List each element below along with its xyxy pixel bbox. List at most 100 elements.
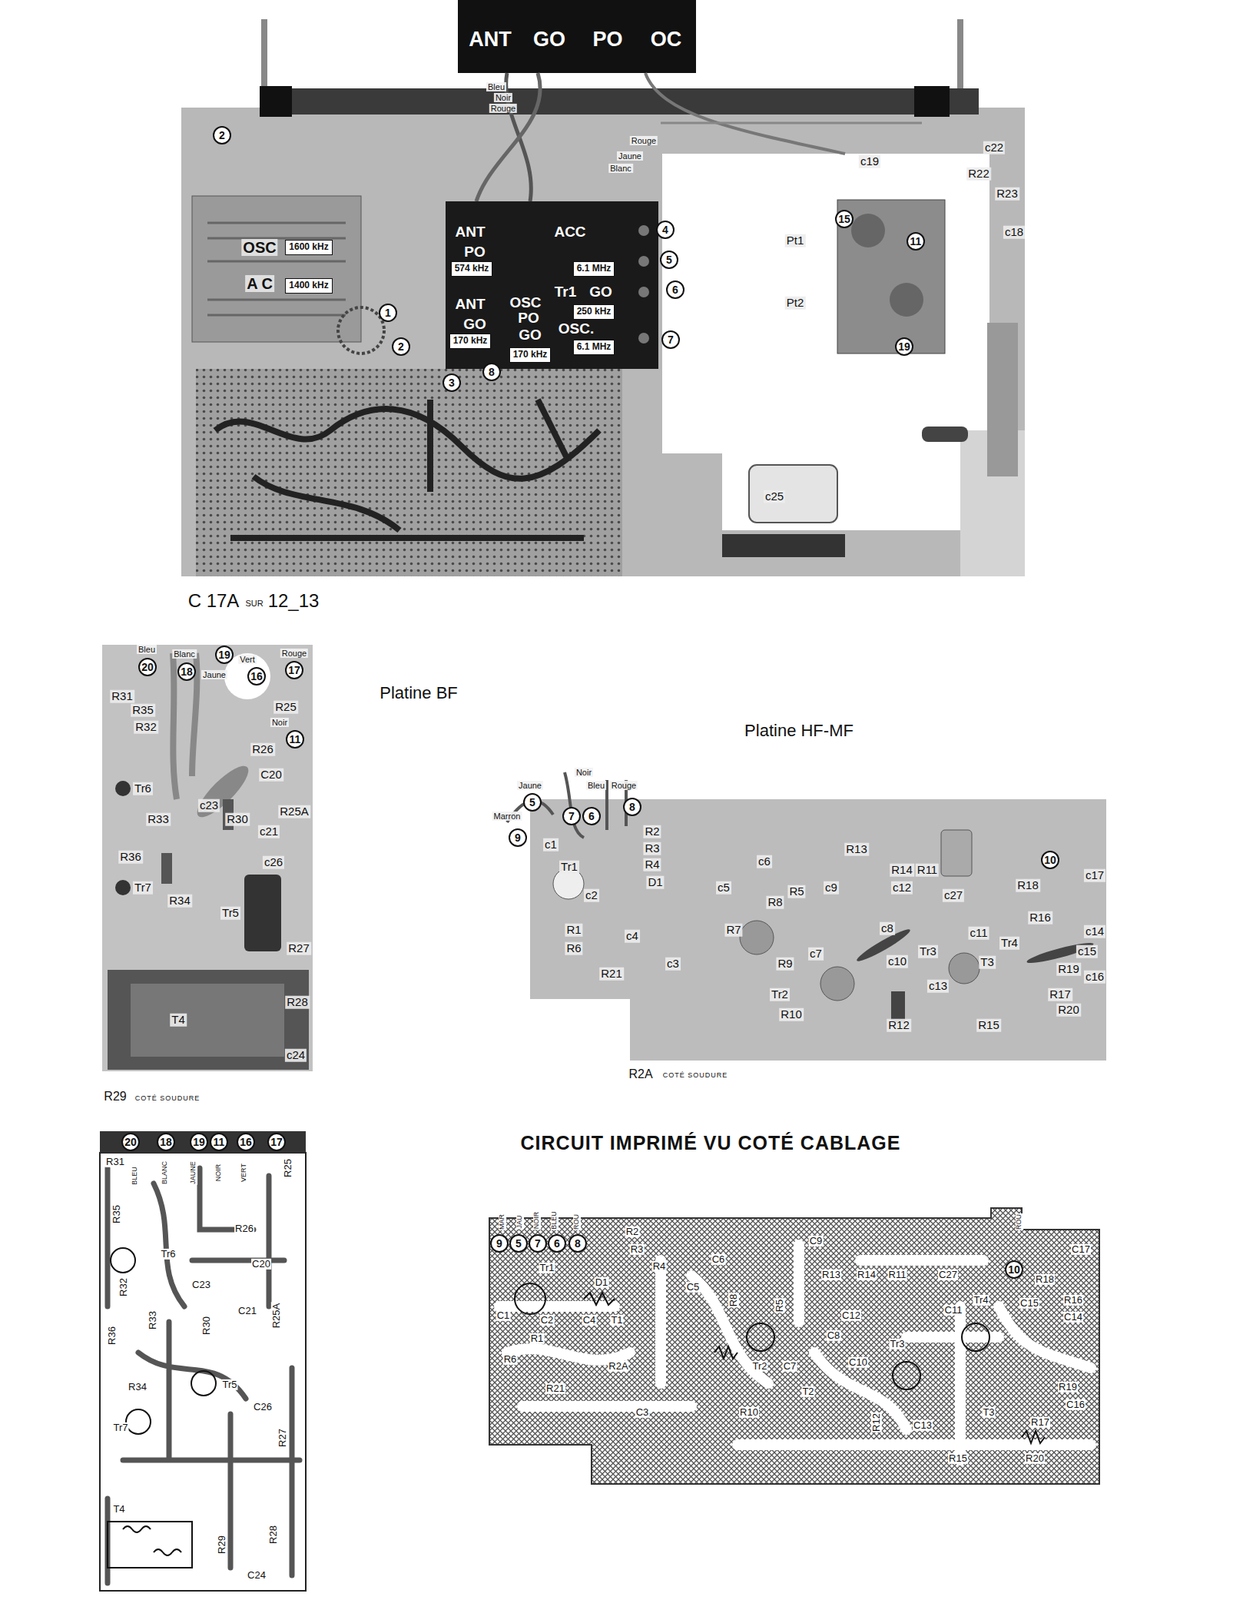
wire-color-label: BLEU [131,1165,140,1186]
part-label: C20 [258,768,284,782]
callout-number: 3 [442,373,461,392]
callout-number: 19 [894,337,914,356]
callout-number: 18 [156,1132,176,1151]
wire-color-label: ROU [1015,1213,1024,1230]
callout-number: 5 [523,792,542,812]
bf-printed-circuit [99,1130,306,1591]
part-label: R18 [1034,1273,1055,1285]
part-label: c6 [756,855,773,869]
wire-color-label: BLEU [550,1209,559,1230]
callout-number: 17 [285,660,304,680]
wire-color-label: Noir [493,92,513,103]
part-label: R33 [145,812,171,826]
callout-number: 1 [378,303,398,322]
frequency-tag: 1600 kHz [285,239,332,255]
part-label: R23 [994,187,1020,201]
wire-color-label: Blanc [608,163,634,173]
hf-printed-circuit [489,1207,1100,1484]
part-label: R15 [976,1018,1002,1032]
part-label: Tr5 [220,906,241,920]
part-label: c3 [665,957,681,971]
part-label: R22 [966,167,992,181]
part-label: R31 [109,689,135,703]
part-label: R6 [564,941,583,955]
coil-label: PO [517,310,539,327]
part-label: c8 [879,921,895,935]
part-label: D1 [646,875,664,889]
part-label: c10 [886,954,909,968]
node-text: 170 kHz [453,335,488,346]
part-label: R6 [503,1353,518,1365]
part-label: R25 [273,700,299,714]
part-label: R33 [147,1309,159,1330]
callout-number: 6 [547,1233,567,1253]
part-label: c11 [967,926,989,940]
part-label: c21 [258,825,280,839]
part-label: Tr1 [538,1262,555,1273]
part-label: C12 [841,1309,862,1321]
callout-number: 17 [267,1132,286,1151]
part-label: R14 [889,863,915,877]
part-label: R25A [278,805,311,819]
part-label: R20 [1056,1003,1081,1017]
part-label: c24 [285,1048,307,1062]
part-label: c22 [983,141,1005,155]
band-selector-tab: PO [580,22,635,58]
node-text: 1600 kHz [288,241,329,252]
wire-color-label: Jaune [517,780,544,790]
part-label: R12 [871,1412,882,1432]
part-label: R15 [947,1452,968,1464]
part-label: R9 [775,957,794,971]
wire-color-label: Blanc [172,649,197,659]
part-label: T2 [801,1385,815,1397]
callout-number: 20 [121,1132,140,1151]
wire-color-label: Rouge [489,103,518,113]
part-label: Tr6 [159,1248,176,1260]
part-label: C15 [1019,1297,1040,1309]
callout-number: 10 [1004,1259,1024,1279]
part-label: Tr3 [888,1338,905,1350]
callout-number: 5 [509,1233,528,1253]
part-label: R10 [778,1007,804,1021]
figure-caption: 12_13 [268,590,320,611]
wire-color-label: Noir [574,767,594,777]
wire-color-label: Bleu [586,780,607,790]
figure-caption: SUR [245,598,263,608]
wire-color-label: NOIR [215,1163,223,1183]
part-label: C11 [944,1304,964,1316]
part-label: C4 [582,1314,597,1326]
callout-number: 7 [562,806,581,826]
part-label: R35 [130,703,156,717]
callout-number: 11 [209,1132,229,1151]
hf-board-photo [507,772,1107,1061]
part-label: R1 [530,1332,545,1344]
wire-color-label: NOIR [533,1210,541,1230]
callout-number: 2 [391,337,411,356]
part-label: c14 [1083,924,1106,939]
band-selector-tab: ANT [463,22,518,58]
part-label: c26 [262,855,285,869]
callout-number: 9 [490,1233,509,1253]
callout-number: 10 [1040,850,1060,869]
frequency-tag: 250 kHz [573,304,616,319]
coil-label: PO [464,244,485,261]
part-label: c25 [763,490,786,504]
part-label: R26 [250,742,276,756]
part-label: T3 [978,955,996,969]
section-heading: Platine HF-MF [744,721,854,740]
part-label: c16 [1083,970,1106,984]
part-label: R32 [133,720,159,734]
part-label: R3 [629,1243,645,1255]
part-label: Tr4 [999,936,1020,950]
part-label: C7 [782,1360,798,1372]
part-label: C27 [938,1269,958,1280]
part-label: C6 [711,1253,726,1265]
callout-number: 2 [212,125,232,145]
part-label: R14 [856,1269,877,1280]
part-label: Pt1 [785,234,806,248]
part-label: R3 [643,841,661,856]
part-label: Pt2 [785,296,806,310]
wire-color-label: JAUNE [189,1160,198,1185]
part-label: R2 [643,825,661,839]
part-label: C21 [237,1305,258,1316]
